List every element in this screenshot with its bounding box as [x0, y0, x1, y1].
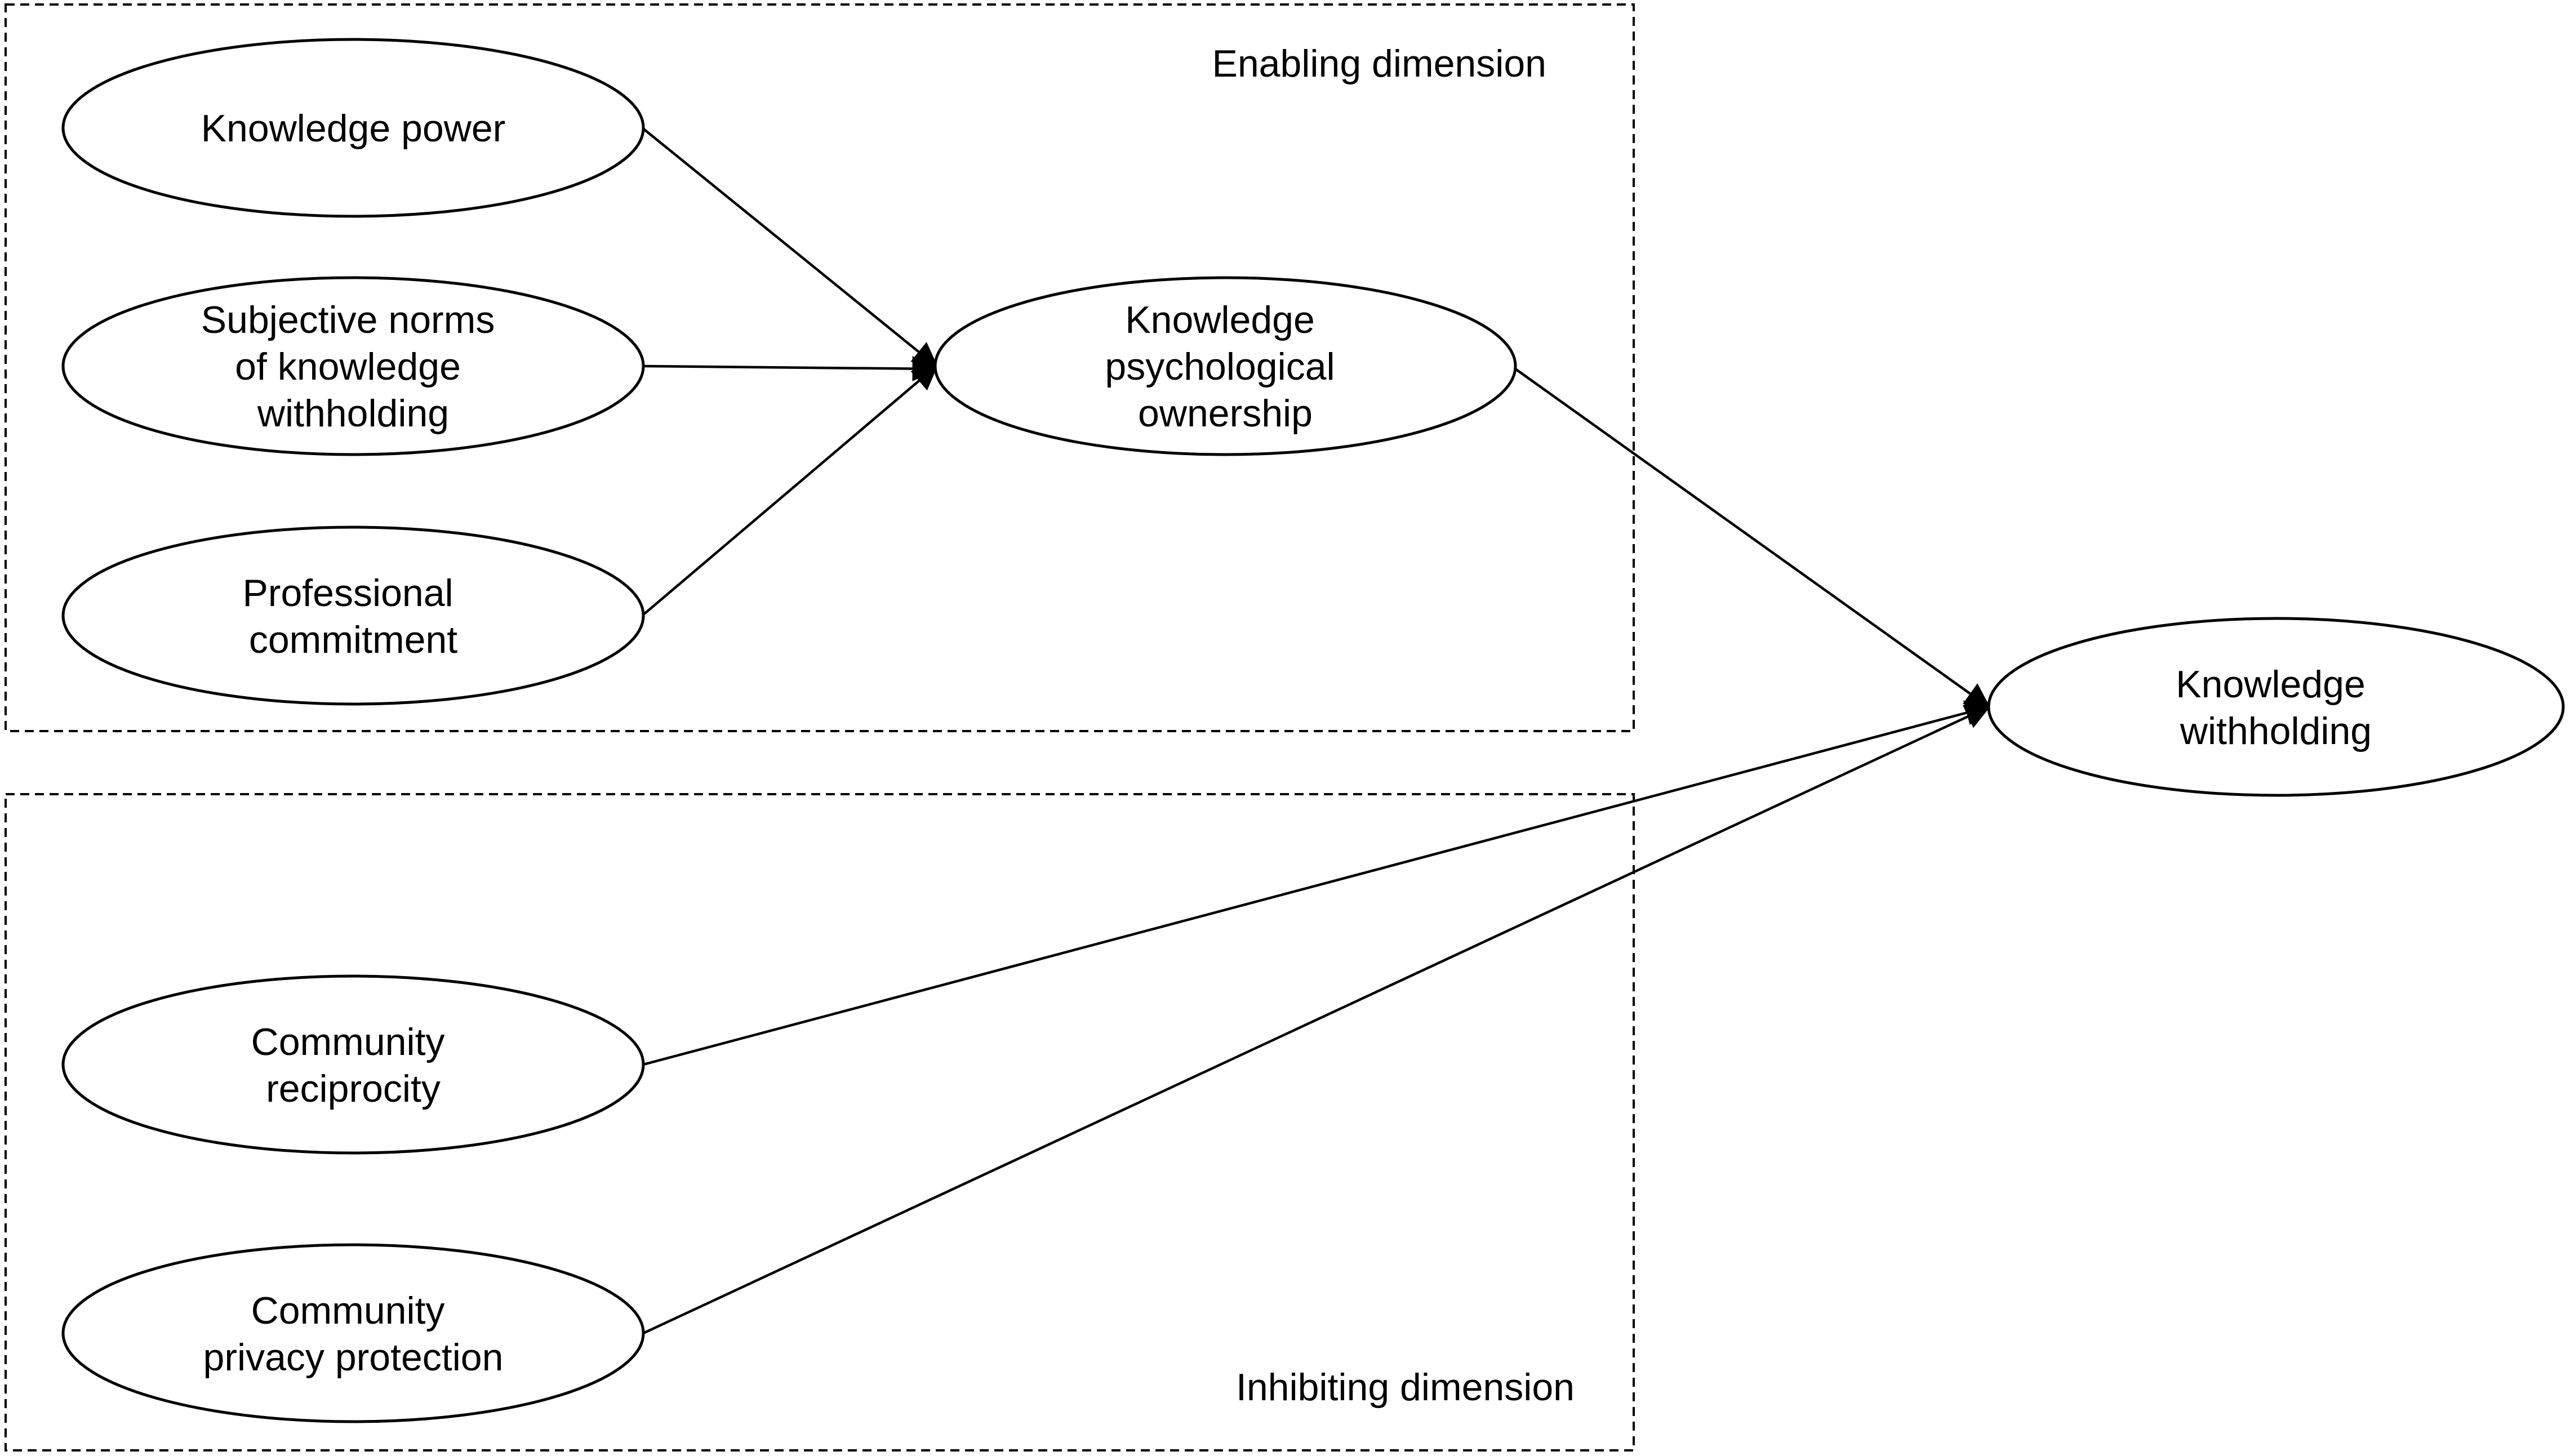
node-privacy-protection: Community privacy protection [61, 1243, 645, 1423]
arrow-psychological-ownership-to-knowledge-withholding [1514, 368, 1991, 709]
node-label-line: Knowledge [1125, 299, 1314, 341]
node-knowledge-withholding-label: Knowledge withholding [2176, 663, 2376, 753]
node-label-line: of knowledge [235, 345, 461, 388]
node-label-line: withholding [257, 392, 449, 435]
node-privacy-protection-label: Community privacy protection [203, 1289, 504, 1379]
edges [641, 127, 1991, 1335]
node-label-line: Professional [242, 572, 453, 615]
node-label-line: Knowledge [2176, 663, 2365, 706]
node-community-reciprocity-ellipse [61, 974, 645, 1155]
node-label-line: Community [251, 1289, 445, 1332]
arrow-professional-commitment-to-psychological-ownership [641, 364, 939, 617]
arrow-community-reciprocity-to-knowledge-withholding [643, 700, 1991, 1066]
inhibiting-dimension-box [5, 793, 1635, 1451]
node-label-line: withholding [2180, 710, 2372, 753]
node-label-line: Community [251, 1021, 445, 1063]
node-label-line: ownership [1138, 392, 1313, 435]
enabling-dimension-group: Enabling dimension [5, 3, 1635, 732]
node-knowledge-withholding: Knowledge withholding [1987, 617, 2565, 797]
node-knowledge-power-label: Knowledge power [201, 107, 506, 150]
node-community-reciprocity: Community reciprocity [61, 974, 645, 1155]
node-psychological-ownership: Knowledge psychological ownership [933, 276, 1517, 456]
node-subjective-norms-ellipse [61, 276, 645, 456]
node-label-line: Subjective norms [201, 299, 495, 341]
node-label-line: psychological [1105, 345, 1335, 388]
node-psychological-ownership-ellipse [933, 276, 1517, 456]
node-label-line: privacy protection [203, 1336, 504, 1379]
enabling-dimension-label: Enabling dimension [1212, 42, 1546, 85]
node-knowledge-withholding-ellipse [1987, 617, 2565, 797]
arrow-subjective-norms-to-psychological-ownership [643, 356, 938, 382]
enabling-dimension-box [5, 3, 1635, 732]
node-professional-commitment: Professional commitment [61, 526, 645, 706]
inhibiting-dimension-group: Inhibiting dimension [5, 793, 1635, 1451]
node-community-reciprocity-label: Community reciprocity [251, 1021, 456, 1110]
node-subjective-norms: Subjective norms of knowledge withholdin… [61, 276, 645, 456]
node-professional-commitment-label: Professional commitment [242, 572, 464, 661]
node-label-line: reciprocity [266, 1067, 441, 1110]
node-knowledge-power-ellipse [61, 38, 645, 218]
arrow-privacy-protection-to-knowledge-withholding [643, 705, 1991, 1335]
node-subjective-norms-label: Subjective norms of knowledge withholdin… [201, 299, 505, 435]
node-label-line: Knowledge power [201, 107, 506, 150]
node-label-line: commitment [249, 618, 457, 661]
inhibiting-dimension-label: Inhibiting dimension [1236, 1366, 1575, 1409]
node-psychological-ownership-label: Knowledge psychological ownership [1105, 299, 1345, 435]
arrow-knowledge-power-to-psychological-ownership [641, 127, 939, 368]
node-privacy-protection-ellipse [61, 1243, 645, 1423]
node-knowledge-power: Knowledge power [61, 38, 645, 218]
node-professional-commitment-ellipse [61, 526, 645, 706]
